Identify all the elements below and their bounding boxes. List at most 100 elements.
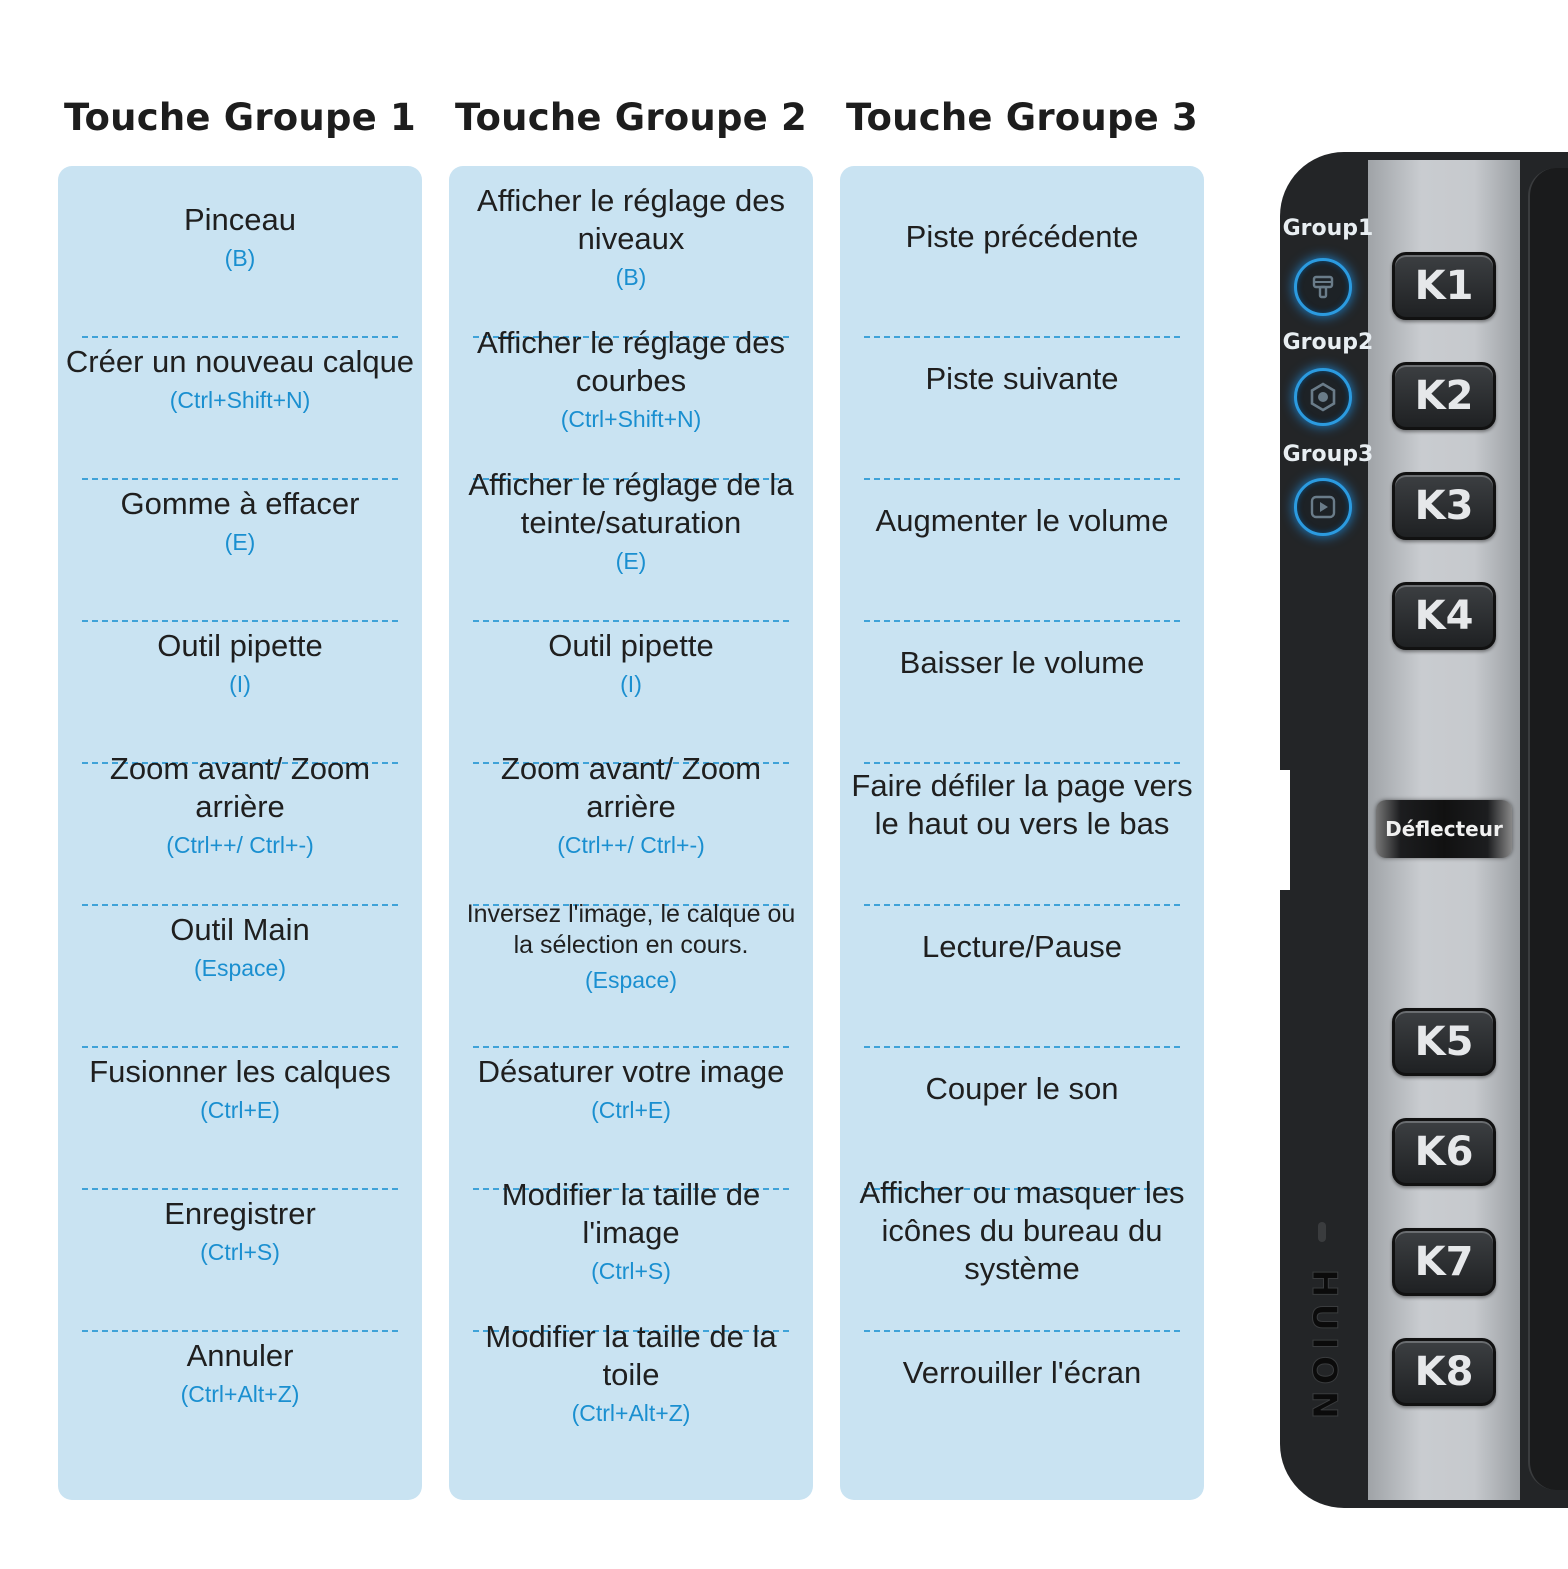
- shortcut-cell: Inversez l'image, le calque ou la sélect…: [449, 876, 813, 1018]
- shortcut-cell: Zoom avant/ Zoom arrière (Ctrl++/ Ctrl+-): [58, 734, 422, 876]
- shortcut-cell: Annuler (Ctrl+Alt+Z): [58, 1302, 422, 1444]
- shortcut-cell: Gomme à effacer (E): [58, 450, 422, 592]
- shortcut-cell: Verrouiller l'écran: [840, 1302, 1204, 1444]
- action-label: Piste suivante: [925, 361, 1119, 396]
- play-icon[interactable]: [1294, 478, 1352, 536]
- shortcut-cell: Outil pipette (I): [58, 592, 422, 734]
- shortcut-key-label: (E): [224, 529, 256, 555]
- key-k1[interactable]: K1: [1392, 252, 1496, 320]
- brand-logo: HUION: [1294, 1262, 1354, 1432]
- key-k7[interactable]: K7: [1392, 1228, 1496, 1296]
- shortcut-key-label: (Espace): [584, 967, 678, 993]
- action-label: Gomme à effacer: [120, 486, 360, 521]
- shortcut-cell: Lecture/Pause: [840, 876, 1204, 1018]
- action-label: Enregistrer: [164, 1196, 316, 1231]
- action-label: Annuler: [186, 1338, 294, 1373]
- shortcut-cell: Enregistrer (Ctrl+S): [58, 1160, 422, 1302]
- key-k4[interactable]: K4: [1392, 582, 1496, 650]
- shortcut-cell: Fusionner les calques (Ctrl+E): [58, 1018, 422, 1160]
- action-label: Faire défiler la page vers le haut ou ve…: [851, 768, 1193, 841]
- shortcut-key-label: (Ctrl+S): [591, 1258, 671, 1284]
- shortcut-cell: Modifier la taille de l'image (Ctrl+S): [449, 1160, 813, 1302]
- shortcut-key-label: (Espace): [193, 955, 287, 981]
- shortcut-cell: Faire défiler la page vers le haut ou ve…: [840, 734, 1204, 876]
- status-led: [1318, 1222, 1326, 1242]
- shortcut-cell: Outil Main(Espace): [58, 876, 422, 1018]
- shortcut-cell: Augmenter le volume: [840, 450, 1204, 592]
- row-divider: [82, 1330, 398, 1332]
- column-title-group-2: Touche Groupe 2: [455, 96, 807, 139]
- row-divider: [864, 336, 1180, 338]
- column-title-group-1: Touche Groupe 1: [64, 96, 416, 139]
- action-label: Outil pipette: [157, 628, 323, 663]
- group2-label: Group2: [1282, 330, 1374, 355]
- action-label: Afficher le réglage des courbes: [477, 325, 785, 398]
- action-label: Fusionner les calques: [89, 1054, 391, 1089]
- key-k3[interactable]: K3: [1392, 472, 1496, 540]
- action-label: Zoom avant/ Zoom arrière: [109, 751, 371, 824]
- shortcut-key-label: (Ctrl+Alt+Z): [180, 1381, 300, 1407]
- row-divider: [82, 762, 398, 764]
- shortcut-key-label: (I): [620, 671, 642, 697]
- key-k2[interactable]: K2: [1392, 362, 1496, 430]
- row-divider: [864, 904, 1180, 906]
- shortcut-key-label: (Ctrl+S): [200, 1239, 280, 1265]
- tablet-edge-notch: [1280, 770, 1290, 890]
- action-label: Outil pipette: [548, 628, 714, 663]
- action-label: Zoom avant/ Zoom arrière: [500, 751, 762, 824]
- shortcut-key-label: (Ctrl+E): [200, 1097, 280, 1123]
- column-title-group-3: Touche Groupe 3: [846, 96, 1198, 139]
- row-divider: [473, 762, 789, 764]
- row-divider: [473, 904, 789, 906]
- key-k6[interactable]: K6: [1392, 1118, 1496, 1186]
- key-k8[interactable]: K8: [1392, 1338, 1496, 1406]
- shortcut-key-label: (Ctrl+Shift+N): [560, 406, 702, 432]
- shortcut-cell: Outil pipette (I): [449, 592, 813, 734]
- action-label: Modifier la taille de l'image: [501, 1177, 761, 1250]
- shortcut-cell: Afficher le réglage des courbes (Ctrl+Shi…: [449, 308, 813, 450]
- row-divider: [82, 1188, 398, 1190]
- row-divider: [473, 1188, 789, 1190]
- row-divider: [864, 478, 1180, 480]
- action-label: Augmenter le volume: [875, 503, 1169, 538]
- action-label: Créer un nouveau calque: [65, 344, 415, 379]
- shortcut-key-label: (B): [615, 264, 647, 290]
- row-divider: [864, 1330, 1180, 1332]
- row-divider: [864, 1046, 1180, 1048]
- shortcut-key-label: (Ctrl++/ Ctrl+-): [166, 832, 314, 858]
- shortcut-cell: Piste suivante: [840, 308, 1204, 450]
- row-divider: [473, 1046, 789, 1048]
- action-label: Afficher le réglage des niveaux: [477, 183, 785, 256]
- row-divider: [473, 478, 789, 480]
- shortcut-cell: Afficher le réglage des niveaux (B): [449, 166, 813, 308]
- action-label: Lecture/Pause: [922, 929, 1122, 964]
- shortcut-cell: Créer un nouveau calque(Ctrl+Shift+N): [58, 308, 422, 450]
- brush-icon[interactable]: [1294, 258, 1352, 316]
- shortcut-key-label: (E): [615, 548, 647, 574]
- row-divider: [864, 1188, 1180, 1190]
- group-1-panel: Pinceau(B)Créer un nouveau calque(Ctrl+S…: [58, 166, 422, 1500]
- hexagon-icon[interactable]: [1294, 368, 1352, 426]
- row-divider: [82, 336, 398, 338]
- row-divider: [864, 762, 1180, 764]
- row-divider: [82, 478, 398, 480]
- action-label: Désaturer votre image: [477, 1054, 785, 1089]
- action-label: Couper le son: [925, 1071, 1119, 1106]
- shortcut-key-label: (Ctrl+Alt+Z): [571, 1400, 691, 1426]
- shortcut-cell: Afficher le réglage de la teinte/saturat…: [449, 450, 813, 592]
- action-label: Baisser le volume: [899, 645, 1145, 680]
- shortcut-key-label: (I): [229, 671, 251, 697]
- action-label: Afficher ou masquer les icônes du bureau…: [859, 1175, 1185, 1286]
- deflector-switch[interactable]: Déflecteur: [1376, 800, 1512, 858]
- shortcut-key-label: (Ctrl+E): [591, 1097, 671, 1123]
- action-label: Verrouiller l'écran: [902, 1355, 1142, 1390]
- group1-label: Group1: [1282, 216, 1374, 241]
- shortcut-cell: Afficher ou masquer les icônes du bureau…: [840, 1160, 1204, 1302]
- action-label: Inversez l'image, le calque ou la sélect…: [466, 900, 796, 959]
- group3-label: Group3: [1282, 442, 1374, 467]
- group-2-panel: Afficher le réglage des niveaux(B)Affich…: [449, 166, 813, 1500]
- shortcut-key-label: (B): [224, 245, 256, 271]
- tablet-side-rail: [1528, 168, 1568, 1490]
- key-k5[interactable]: K5: [1392, 1008, 1496, 1076]
